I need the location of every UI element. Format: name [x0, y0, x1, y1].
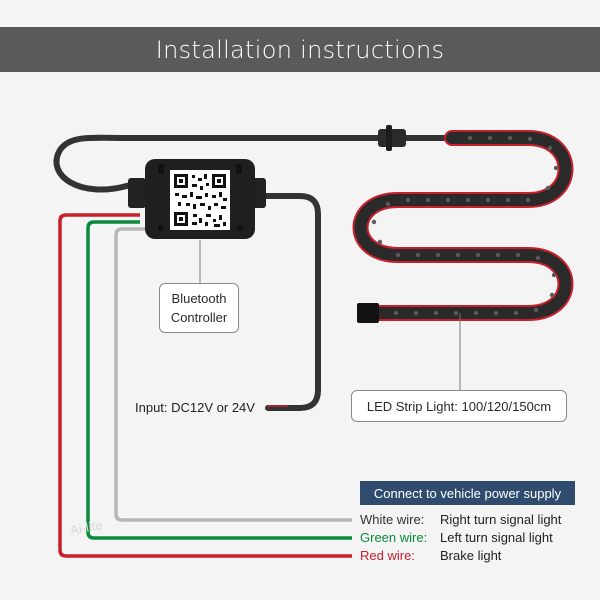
led-dots [371, 135, 559, 316]
red-wire [58, 213, 352, 558]
input-voltage-label: Input: DC12V or 24V [135, 400, 255, 415]
red-wire-label: Red wire: [360, 548, 415, 563]
controller-label: Bluetooth Controller [159, 283, 239, 333]
red-wire-function: Brake light [440, 548, 502, 563]
controller-label-line2: Controller [170, 310, 228, 325]
white-wire-function: Right turn signal light [440, 512, 562, 527]
led-strip [352, 130, 574, 321]
controller-label-line1: Bluetooth [171, 291, 227, 306]
input-power-cable [255, 193, 321, 411]
title-banner: Installation instructions [0, 27, 600, 72]
controller-to-strip-cable [53, 134, 383, 193]
led-strip-label-text: LED Strip Light: 100/120/150cm [366, 398, 552, 414]
led-strip-label: LED Strip Light: 100/120/150cm [351, 390, 567, 422]
page-title: Installation instructions [155, 35, 445, 64]
green-wire [86, 220, 352, 540]
wire-row-red: Red wire: Brake light [360, 548, 501, 563]
wire-row-white: White wire: Right turn signal light [360, 512, 561, 527]
green-wire-function: Left turn signal light [440, 530, 553, 545]
green-wire-label: Green wire: [360, 530, 428, 545]
white-wire [114, 227, 352, 522]
wire-row-green: Green wire: Left turn signal light [360, 530, 553, 545]
power-supply-banner: Connect to vehicle power supply [360, 481, 575, 505]
bluetooth-controller [128, 159, 266, 239]
white-wire-label: White wire: [360, 512, 425, 527]
strip-end-cap [357, 303, 379, 323]
